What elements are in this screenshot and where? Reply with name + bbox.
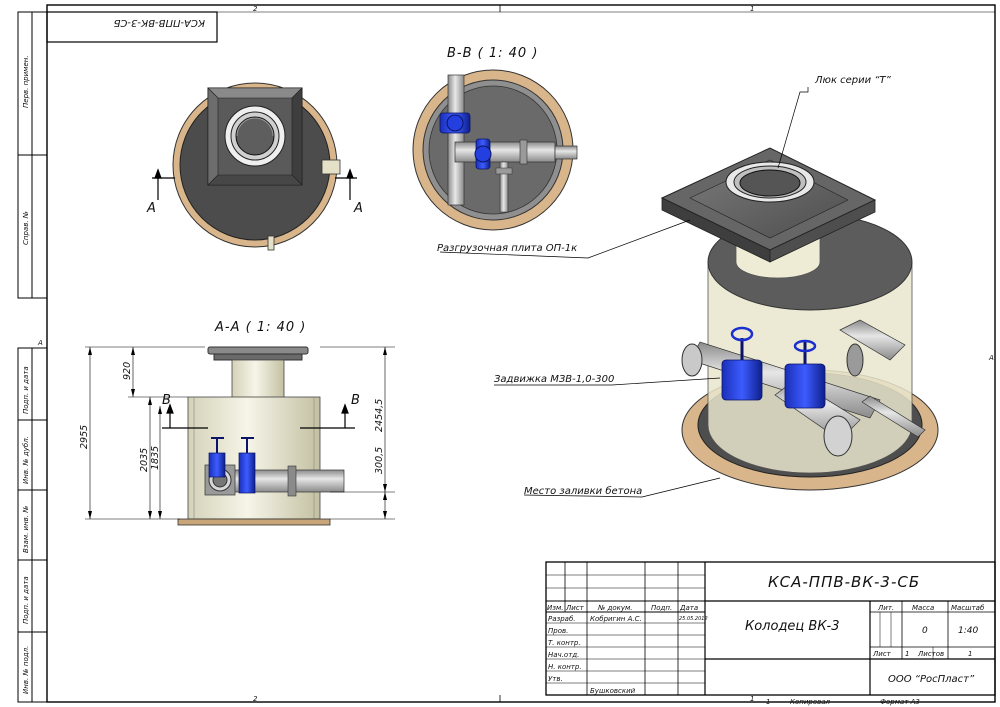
- section-bb-title: В-В ( 1: 40 ): [447, 46, 538, 61]
- side-label-inv-dubl: Инв. № дубл.: [22, 436, 30, 484]
- title-drawing-code: КСА-ППВ-ВК-3-СБ: [768, 573, 920, 591]
- role-tkontr: Т. контр.: [548, 639, 581, 647]
- title-block-text: КСА-ППВ-ВК-3-СБ Колодец ВК-3 ООО “РосПла…: [547, 573, 985, 706]
- name-utv: Бушковский: [590, 687, 636, 695]
- dim-right-total: 2454,5: [374, 399, 385, 432]
- cut-label-a-left: А: [146, 201, 157, 216]
- scale-value: 1:40: [958, 626, 978, 636]
- side-label-podp-1: Подп. и дата: [22, 366, 30, 414]
- section-aa-title: А-А ( 1: 40 ): [214, 320, 306, 335]
- zone-bottom-left: 2: [253, 695, 258, 703]
- zone-top-left: 2: [253, 5, 258, 13]
- dimension-ticks: [88, 347, 387, 519]
- cut-label-b-left: В: [162, 393, 172, 408]
- role-utv: Утв.: [548, 675, 563, 683]
- dimension-values: 2955 920 2035 1835 2454,5 300,5: [79, 362, 385, 474]
- date-razrab: 25.05.2012: [679, 616, 708, 622]
- side-label-vzam: Взам. инв. №: [22, 505, 30, 553]
- mass-value: 0: [922, 626, 928, 636]
- sheet-label: Лист: [872, 650, 892, 658]
- callout-hatch: Люк серии “Т”: [814, 75, 892, 86]
- section-bb-view: В-В ( 1: 40 ): [412, 46, 578, 231]
- isometric-view: [660, 147, 939, 491]
- callout-concrete: Место заливки бетона: [524, 485, 642, 497]
- zone-bottom-right: 1: [750, 695, 754, 703]
- copied-label: Копировал: [790, 698, 831, 706]
- callout-plate: Разгрузочная плита ОП-1к: [437, 243, 577, 254]
- header-izm: Изм.: [547, 604, 563, 612]
- role-nachotd: Нач.отд.: [548, 651, 579, 659]
- header-date: Дата: [679, 604, 698, 612]
- sheet-value: 1: [905, 650, 909, 658]
- header-list: Лист: [565, 604, 585, 612]
- dimension-lines: [85, 346, 395, 520]
- copy-index: 1: [766, 698, 770, 706]
- side-label-podp-2: Подп. и дата: [22, 576, 30, 624]
- dim-pipe-axis: 300,5: [374, 447, 385, 474]
- role-nkontr: Н. контр.: [548, 663, 582, 671]
- title-block-grid: [545, 561, 996, 696]
- zone-side-left: A: [37, 339, 43, 347]
- top-view: А А: [146, 82, 364, 251]
- side-label-inv-podl: Инв. № подл.: [22, 646, 30, 694]
- zone-marks: 2 1 2 1 A A: [37, 5, 994, 703]
- sheets-label: Листов: [917, 650, 944, 658]
- zone-side-right: A: [988, 354, 994, 362]
- title-product-name: Колодец ВК-3: [745, 619, 840, 634]
- dim-body-outer: 2035: [139, 448, 150, 472]
- header-sign: Подп.: [651, 604, 672, 612]
- callout-labels: Люк серии “Т” Разгрузочная плита ОП-1к З…: [437, 75, 892, 497]
- side-label-perv: Перв. примен.: [22, 55, 30, 108]
- section-aa-view: А-А ( 1: 40 ) В В: [162, 320, 361, 526]
- cut-label-a-right: А: [353, 201, 364, 216]
- header-mass: Масса: [912, 604, 934, 612]
- title-company: ООО “РосПласт”: [888, 674, 975, 685]
- rotated-code-box: КСА-ППВ-ВК-3-СБ: [46, 11, 218, 43]
- dim-total-height: 2955: [79, 425, 90, 449]
- role-razrab: Разраб.: [548, 615, 576, 623]
- header-scale: Масштаб: [951, 604, 985, 612]
- header-doc: № докум.: [597, 604, 633, 612]
- cut-label-b-right: В: [351, 393, 361, 408]
- dim-neck: 920: [122, 362, 133, 380]
- dim-body-inner: 1835: [150, 446, 161, 470]
- side-strip: [17, 11, 48, 703]
- role-prov: Пров.: [548, 627, 568, 635]
- rotated-drawing-code: КСА-ППВ-ВК-3-СБ: [113, 17, 205, 28]
- zone-top-right: 1: [750, 5, 754, 13]
- callout-valve: Задвижка МЗВ-1,0-300: [494, 374, 614, 385]
- name-razrab: Кобригин А.С.: [590, 615, 642, 623]
- side-label-sprav: Справ. №: [22, 211, 30, 245]
- sheets-value: 1: [968, 650, 972, 658]
- callout-leaders: [439, 87, 809, 498]
- side-strip-labels: Перв. примен. Справ. № Подп. и дата Инв.…: [22, 55, 30, 694]
- format-label: Формат А3: [880, 698, 920, 706]
- header-lit: Лит.: [877, 604, 894, 612]
